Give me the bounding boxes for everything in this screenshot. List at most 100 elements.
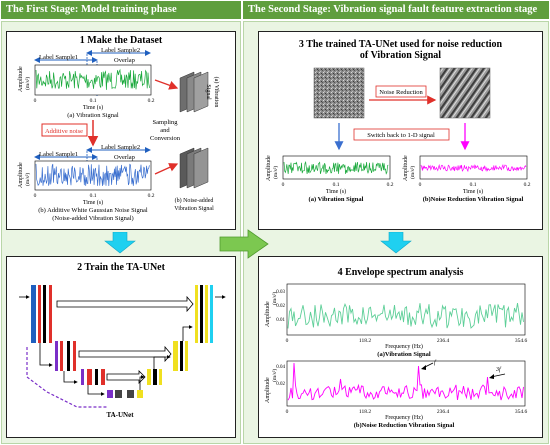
sampling-text: Sampling	[153, 119, 179, 126]
tick-top-1: 0.1	[90, 98, 97, 104]
tick-3a-0: 0	[282, 182, 285, 188]
amplitude-label-top: Amplitude	[18, 66, 24, 92]
tick-3a-2: 0.2	[387, 182, 394, 188]
noisy-signal-trace	[35, 163, 150, 187]
overlap-text: Overlap	[114, 57, 135, 64]
frequency-label-b: Frequency (Hz)	[385, 414, 423, 421]
label-sample2-text: Label Sample2	[101, 47, 140, 54]
tick-top-0: 0	[34, 98, 37, 104]
xtick-b-2: 236.4	[437, 409, 450, 415]
caption-awgn-2: (Noise-added Vibration Signal)	[52, 215, 133, 222]
caption-3a: (a) Vibration Signal	[309, 196, 364, 203]
vibration-plot-top	[34, 64, 152, 96]
cyan-down-arrow-left	[104, 232, 136, 254]
image-a-caption-1: (a) Vibration	[213, 77, 220, 108]
unit-label-3b: (m/s²)	[409, 166, 416, 179]
amplitude-label-bottom: Amplitude	[18, 162, 24, 188]
unit-label-4b: (m/s²)	[271, 369, 278, 382]
noise-reduction-box	[375, 85, 427, 98]
tick-3b-2: 0.2	[524, 182, 531, 188]
switch-back-box	[353, 128, 450, 141]
unet-diagram: TA-UNet	[19, 285, 226, 419]
spectrum-plot-b	[286, 360, 526, 407]
spectrum-trace-a	[287, 302, 524, 329]
caption-awgn-1: (b) Additive White Gaussian Noise Signal	[38, 207, 148, 214]
xtick-a-1: 118.2	[359, 338, 371, 344]
tick-bottom-0: 0	[34, 193, 37, 199]
caption-vibration-signal: (a) Vibration Signal	[67, 112, 119, 119]
panel4-title: 4 Envelope spectrum analysis	[337, 267, 464, 278]
denoised-trace-right	[420, 163, 527, 173]
amplitude-label-3b: Amplitude	[403, 155, 409, 181]
unit-label-3a: (m/s²)	[272, 166, 279, 179]
caption-4a: (a)Vibration Signal	[377, 351, 431, 358]
vibration-signal-trace	[35, 68, 150, 90]
ytick-b-0: 0.04	[276, 365, 285, 370]
envelope-spectrum-diagram: 0.03 0.02 0.01 Amplitude (m/s²) 0 118.2 …	[265, 283, 528, 429]
and-text: and	[160, 127, 170, 134]
tau-net-caption: TA-UNet	[106, 411, 134, 419]
noisy-image-stack	[179, 147, 209, 189]
label-sample1-text-bottom: Label Sample1	[39, 151, 78, 158]
panel-noise-reduction: 3 The trained TA-UNet used for noise red…	[258, 31, 543, 230]
image-b-caption-2: Vibration Signal	[174, 206, 214, 212]
spectrum-trace-b	[287, 362, 524, 401]
panel-make-dataset: 1 Make the Dataset Label Sample1 Label S…	[6, 31, 236, 230]
dashed-paths	[26, 347, 107, 408]
time-label-3a: Time (s)	[326, 188, 346, 195]
svg-text:3f: 3f	[495, 366, 502, 373]
xtick-a-3: 354.6	[515, 338, 528, 344]
xtick-a-2: 236.4	[437, 338, 450, 344]
tick-bottom-2: 0.2	[148, 193, 155, 199]
ytick-b-1: 0.02	[276, 382, 285, 387]
xtick-b-3: 354.6	[515, 409, 528, 415]
tick-3b-0: 0	[419, 182, 422, 188]
panel-envelope-spectrum: 4 Envelope spectrum analysis 0.03 0.02 0…	[258, 256, 543, 438]
time-label-top: Time (s)	[83, 104, 103, 111]
overlap-text-bottom: Overlap	[114, 154, 135, 161]
vibration-trace-left	[283, 160, 389, 175]
image-b-caption-1: (b) Noise-added	[175, 197, 214, 204]
skip-connections	[56, 295, 194, 384]
panel3-title-2: of Vibration Signal	[359, 50, 442, 61]
tick-top-2: 0.2	[148, 98, 155, 104]
spectrum-plot-a	[286, 283, 526, 336]
ytick-a-0: 0.03	[276, 290, 285, 295]
ytick-a-1: 0.02	[276, 304, 285, 309]
tick-bottom-1: 0.1	[90, 193, 97, 199]
annotation-f: f	[421, 359, 437, 370]
cyan-down-arrow-right	[380, 232, 412, 254]
image-a-caption-2: Signal	[205, 84, 211, 100]
tick-3a-1: 0.1	[333, 182, 340, 188]
denoised-output-image	[439, 67, 491, 119]
header-second-stage: The Second Stage: Vibration signal fault…	[243, 1, 549, 19]
xtick-a-0: 0	[286, 338, 289, 344]
amplitude-label-4a: Amplitude	[265, 301, 271, 327]
tick-3b-1: 0.1	[470, 182, 477, 188]
conversion-text: Conversion	[150, 135, 181, 142]
sampling-arrow-top	[154, 79, 179, 90]
encoder-blocks	[31, 285, 122, 398]
caption-4b: (b)Noise Reduction Vibration Signal	[354, 422, 455, 429]
sampling-arrow-bottom	[154, 163, 179, 175]
annotation-3f: 3f	[489, 366, 506, 379]
svg-text:f: f	[434, 359, 437, 366]
vibration-image-stack	[179, 71, 209, 113]
ytick-a-2: 0.01	[276, 318, 285, 323]
label-sample1-text: Label Sample1	[39, 54, 78, 61]
noisy-input-image	[313, 67, 365, 119]
caption-3b: (b)Noise Reduction Vibration Signal	[423, 196, 524, 203]
unit-label-top: (m/s²)	[24, 77, 31, 90]
time-label-bottom: Time (s)	[83, 199, 103, 206]
label-sample2-text-bottom: Label Sample2	[101, 144, 140, 151]
flow-arrows	[19, 295, 226, 396]
unit-label-bottom: (m/s²)	[24, 173, 31, 186]
additive-noise-box	[41, 123, 88, 137]
amplitude-label-3a: Amplitude	[266, 155, 272, 181]
amplitude-label-4b: Amplitude	[265, 377, 271, 403]
noise-reduction-text: Noise Reduction	[379, 89, 423, 96]
xtick-b-0: 0	[286, 409, 289, 415]
time-label-3b: Time (s)	[463, 188, 483, 195]
dataset-diagram: Label Sample1 Label Sample2 Overlap Ampl…	[18, 47, 220, 222]
noise-reduction-diagram: Noise Reduction Switch back to 1-D signa…	[266, 67, 531, 203]
